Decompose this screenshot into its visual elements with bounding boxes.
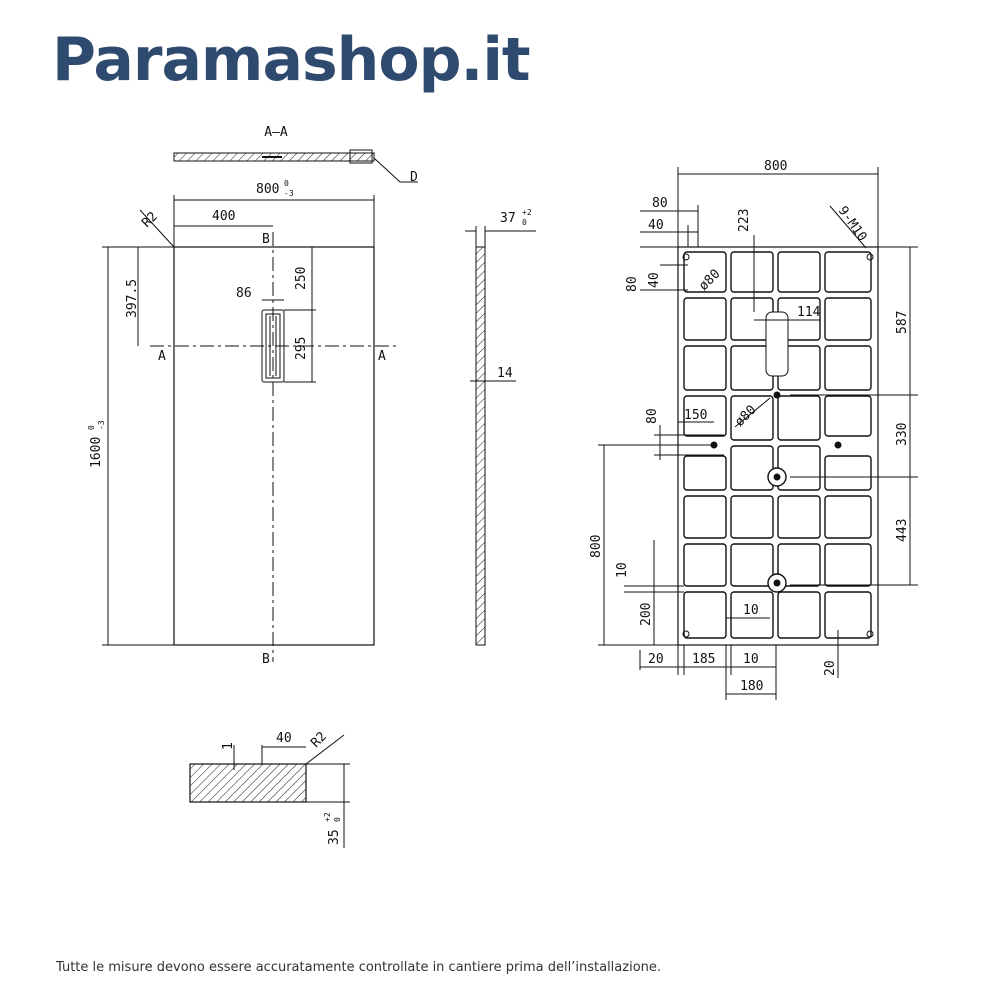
dimension-label: 10 (615, 562, 630, 578)
dimension-label: 443 (895, 519, 910, 542)
section-b-bottom: B (262, 652, 270, 667)
rib-grid (683, 251, 872, 639)
dimension-label: 0 (87, 425, 96, 430)
dimension-label: 114 (797, 305, 821, 320)
dimension-label: 10 (743, 652, 759, 667)
dimension-label: 40 (647, 272, 662, 288)
footer-note: Tutte le misure devono essere accuratame… (56, 960, 662, 975)
bottom-width-dim: 800 (764, 159, 787, 174)
dimension-label: 180 (740, 679, 763, 694)
dimension-label: 200 (639, 603, 654, 626)
section-a-right: A (378, 349, 386, 364)
top-length-dim: 1600 (89, 437, 104, 468)
dimension-label: R2 (308, 729, 330, 751)
dimension-label: +2 (323, 812, 332, 822)
dimension-label: 0 (333, 817, 342, 822)
dimension-label: 1 (221, 742, 236, 750)
dimension-label: ø80 (696, 267, 723, 294)
dimension-label: 40 (276, 731, 292, 746)
dimension-label: 40 (648, 218, 664, 233)
dimension-label: 223 (737, 209, 752, 232)
dimension-label: 80 (625, 276, 640, 292)
dimension-label: 330 (895, 423, 910, 446)
brand-logo: Paramashop.it (52, 25, 531, 95)
detail-d-section (189, 763, 307, 803)
detail-d-label: D (410, 170, 418, 185)
dimension-label: 80 (652, 196, 668, 211)
dimension-label: 10 (743, 603, 759, 618)
section-a-a-label: A–A (264, 125, 288, 140)
dimension-label: 0 (522, 218, 527, 227)
dimension-label: 185 (692, 652, 715, 667)
dimension-label: 80 (645, 408, 660, 424)
top-width-dim: 800 (256, 182, 279, 197)
drain-width-dim: 86 (236, 286, 252, 301)
dimension-label: -3 (97, 420, 106, 430)
dimension-label: 587 (895, 311, 910, 334)
dimension-label: 20 (823, 660, 838, 676)
dimension-label: 150 (684, 408, 707, 423)
tray-bottom-outline (677, 246, 879, 646)
dimension-label: -3 (284, 189, 294, 198)
section-a-left: A (158, 349, 166, 364)
dimension-label: 800 (589, 535, 604, 558)
side-inner-dim: 14 (497, 366, 513, 381)
drain-offset-dim: 250 (294, 267, 309, 290)
drain-length-dim: 295 (294, 337, 309, 360)
tray-top-outline (173, 246, 375, 646)
side-thickness-dim: 37 (500, 211, 516, 226)
top-half-width-dim: 400 (212, 209, 235, 224)
drain-position-dim: 397.5 (125, 279, 140, 318)
dimension-label: +2 (522, 208, 532, 217)
dimension-label: 20 (648, 652, 664, 667)
drain-slot (261, 309, 285, 383)
dimension-label: 35 (327, 829, 342, 845)
section-b-top: B (262, 232, 270, 247)
drain-recess (765, 311, 789, 377)
tray-side-profile (475, 246, 486, 646)
dimension-label: 0 (284, 179, 289, 188)
dimension-label: 9-M10 (835, 204, 870, 245)
